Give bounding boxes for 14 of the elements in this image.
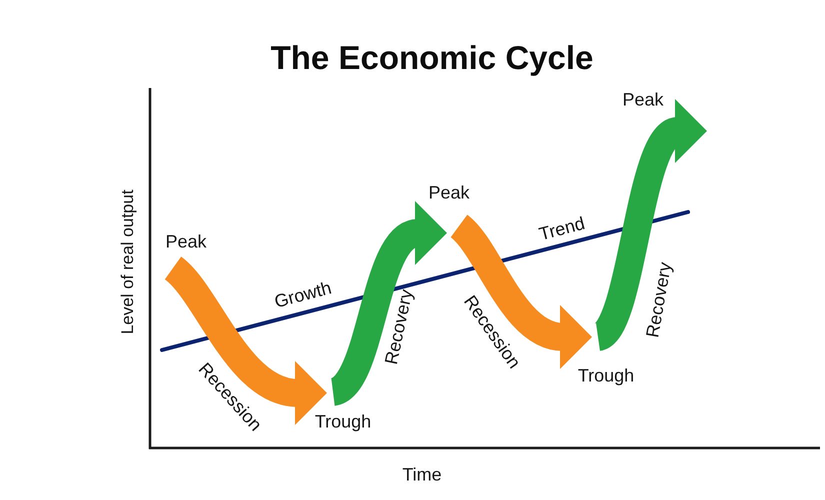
stage-label: Peak: [165, 232, 207, 252]
cycle-arrow: [450, 216, 592, 368]
edge-label: Recovery: [380, 288, 418, 366]
chart-title: The Economic Cycle: [270, 39, 594, 77]
stage-label: Peak: [622, 90, 664, 110]
axis-title: Level of real output: [118, 190, 138, 334]
edge-label: Recovery: [642, 260, 676, 340]
stage-label: Trough: [314, 412, 372, 432]
cycle-arrow: [164, 258, 327, 424]
trend-line-label: Trend: [536, 213, 588, 245]
axis-title: Time: [402, 464, 442, 486]
trend-line-label: Growth: [272, 278, 334, 312]
stage-label: Trough: [578, 366, 634, 386]
stage-label: Peak: [428, 182, 470, 204]
